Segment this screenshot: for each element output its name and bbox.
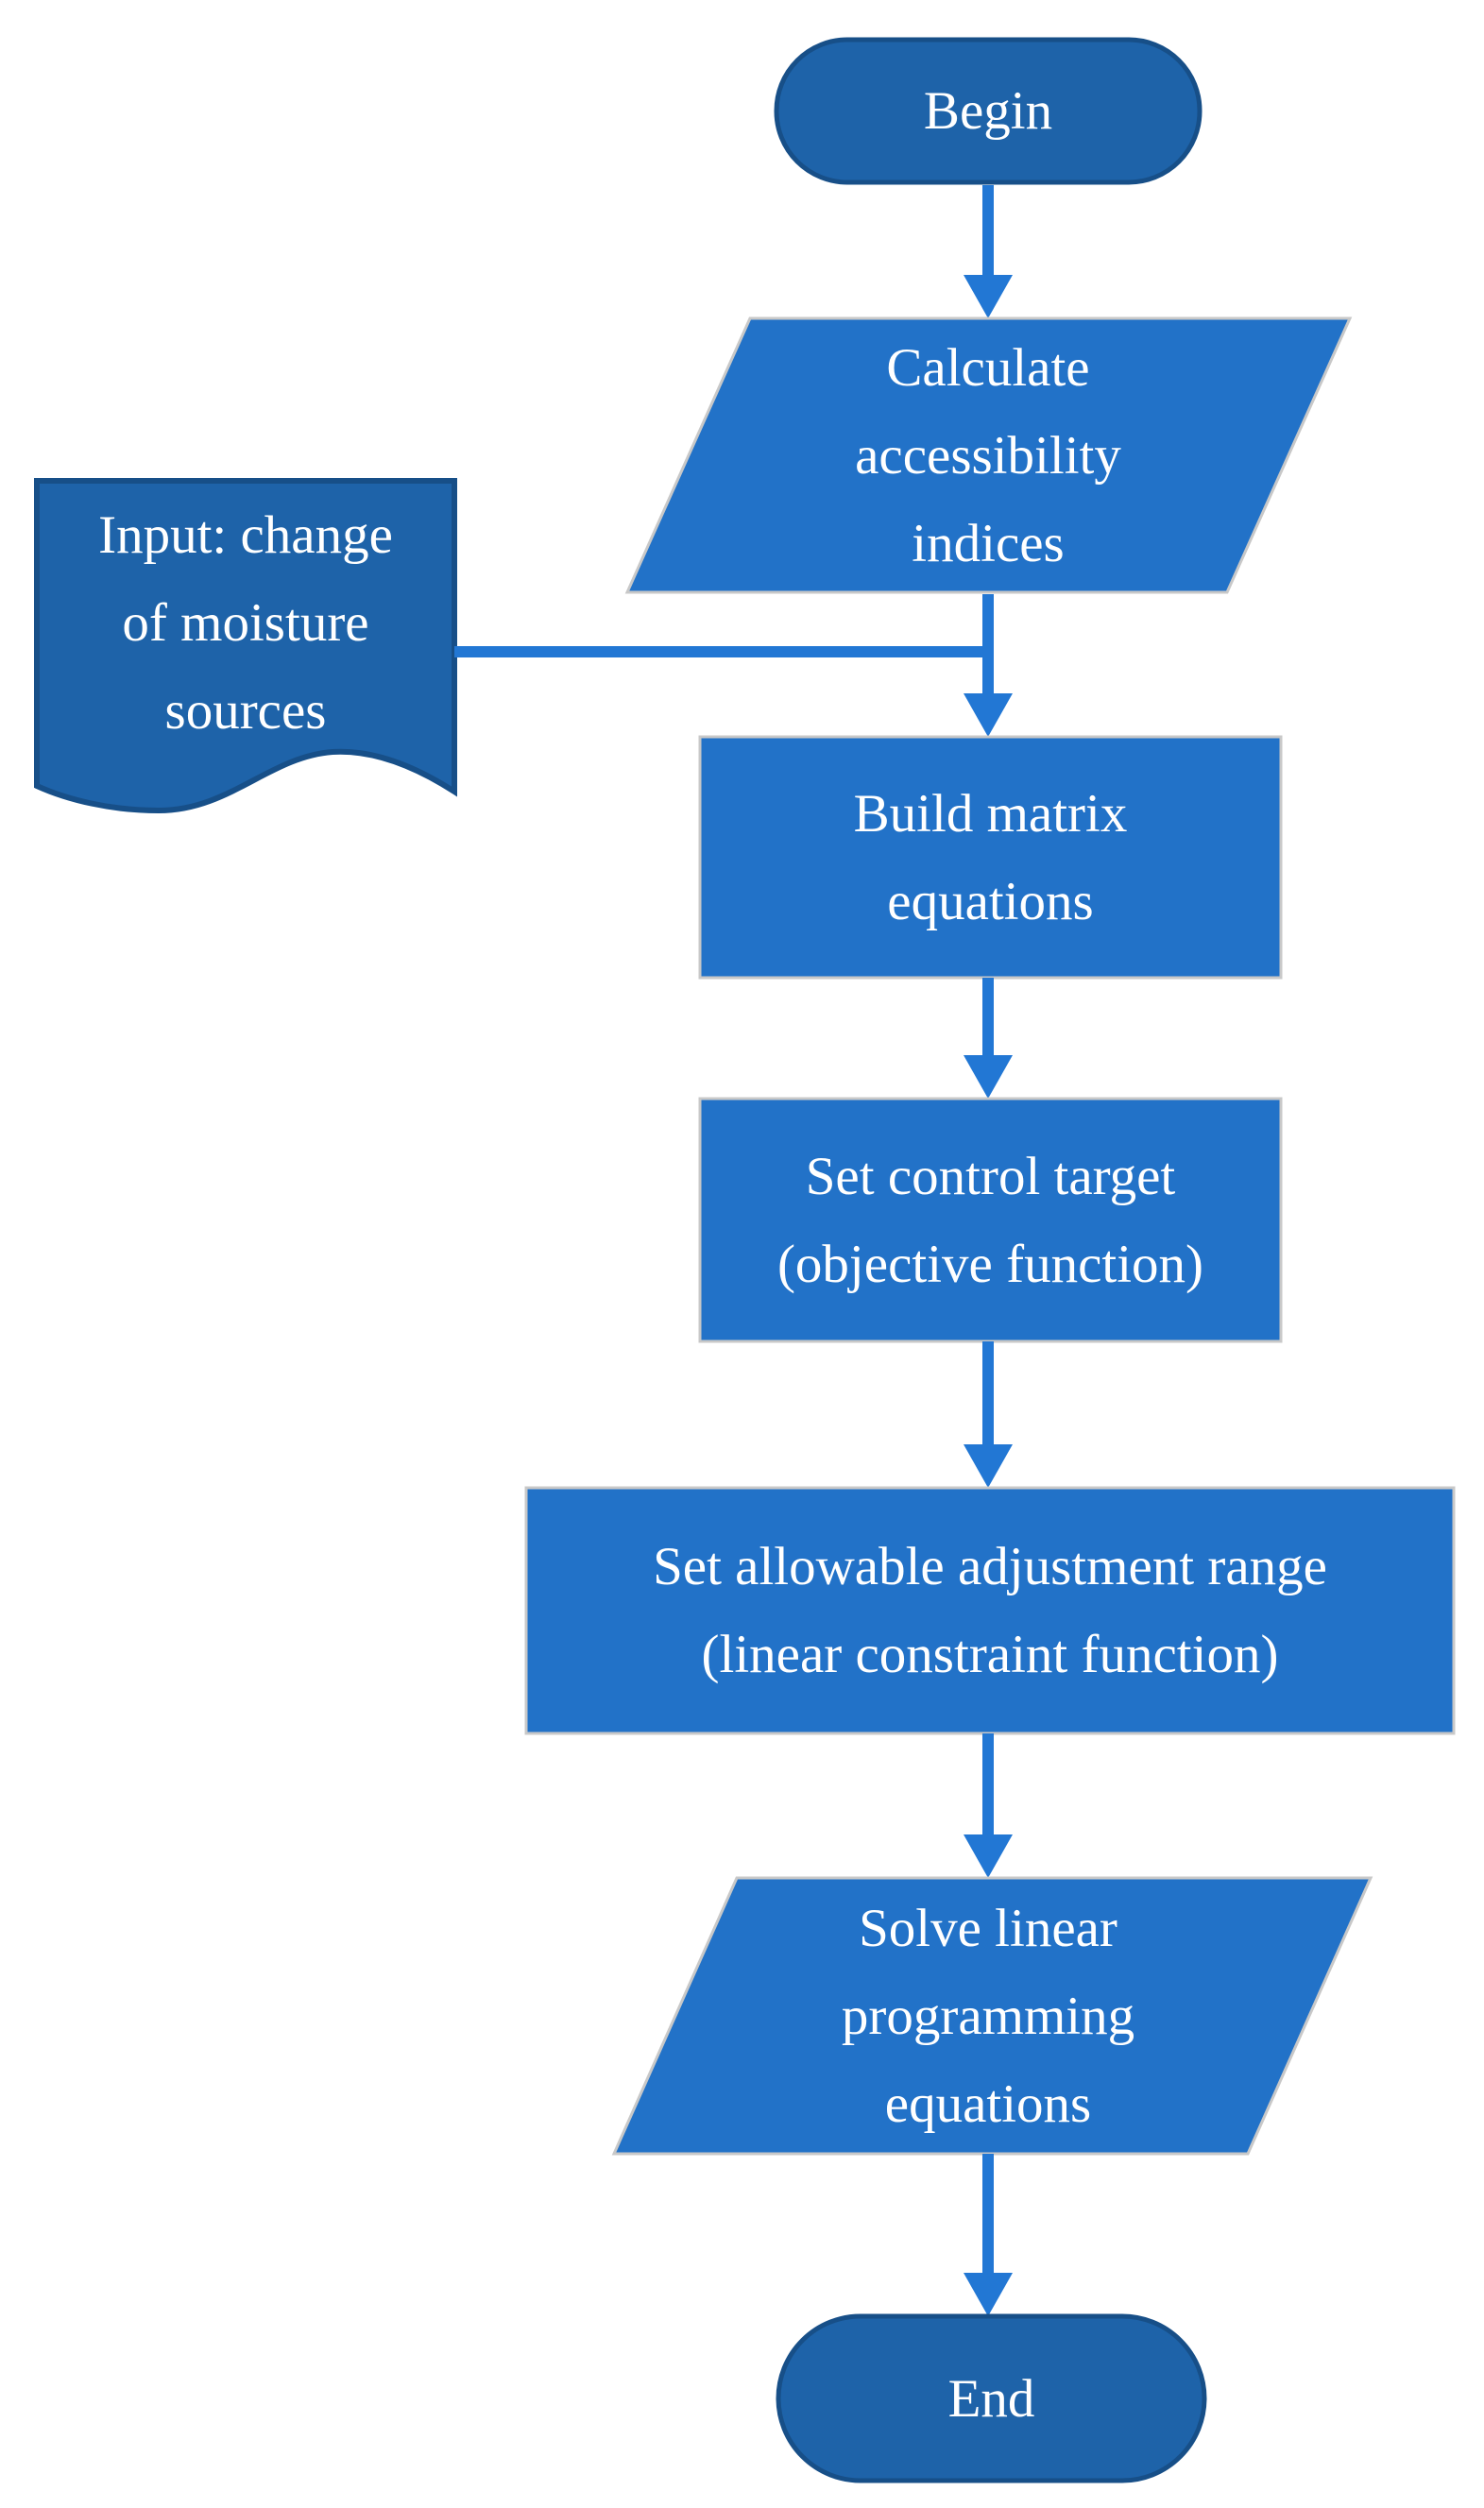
arrowhead-range-to-solve [964, 1834, 1013, 1878]
calculate-parallelogram-shape [624, 316, 1353, 594]
end-terminator-shape [776, 2313, 1207, 2483]
arrowhead-target-to-range [964, 1444, 1013, 1488]
control-target-rect-shape [698, 1097, 1283, 1343]
solve-parallelogram-shape [611, 1876, 1373, 2156]
arrowhead-build-to-target [964, 1055, 1013, 1099]
arrowhead-calculate-to-build [964, 693, 1013, 737]
arrowhead-solve-to-end [964, 2273, 1013, 2316]
build-matrix-rect-shape [698, 735, 1283, 980]
adjustment-range-rect-shape [524, 1486, 1456, 1735]
input-document-shape [34, 478, 457, 814]
arrowhead-begin-to-calculate [964, 275, 1013, 318]
begin-terminator-shape [774, 37, 1203, 185]
